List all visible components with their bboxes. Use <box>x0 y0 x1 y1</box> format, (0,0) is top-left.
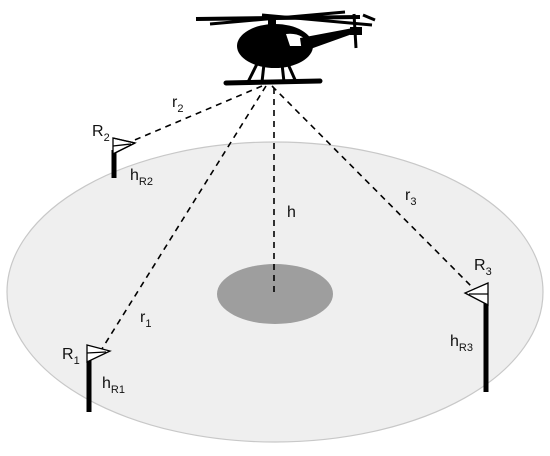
label-r1: r1 <box>140 309 151 330</box>
range-line-r1 <box>99 85 267 353</box>
target-area <box>217 264 333 324</box>
label-h: h <box>287 204 296 221</box>
label-height-r3: hR3 <box>450 333 473 354</box>
antenna-icon <box>86 344 112 364</box>
label-receiver-r3: R3 <box>474 257 492 278</box>
label-height-r1: hR1 <box>102 375 125 396</box>
helicopter-icon <box>195 10 376 86</box>
label-receiver-r1: R1 <box>62 346 80 367</box>
label-receiver-r2: R2 <box>92 123 110 144</box>
label-r3: r3 <box>405 187 416 208</box>
label-height-r2: hR2 <box>130 167 153 188</box>
antenna-icon <box>112 137 137 156</box>
antenna-icon <box>463 282 489 307</box>
range-line-r3 <box>271 85 479 294</box>
label-r2: r2 <box>172 94 183 115</box>
range-line-r2 <box>129 85 263 143</box>
